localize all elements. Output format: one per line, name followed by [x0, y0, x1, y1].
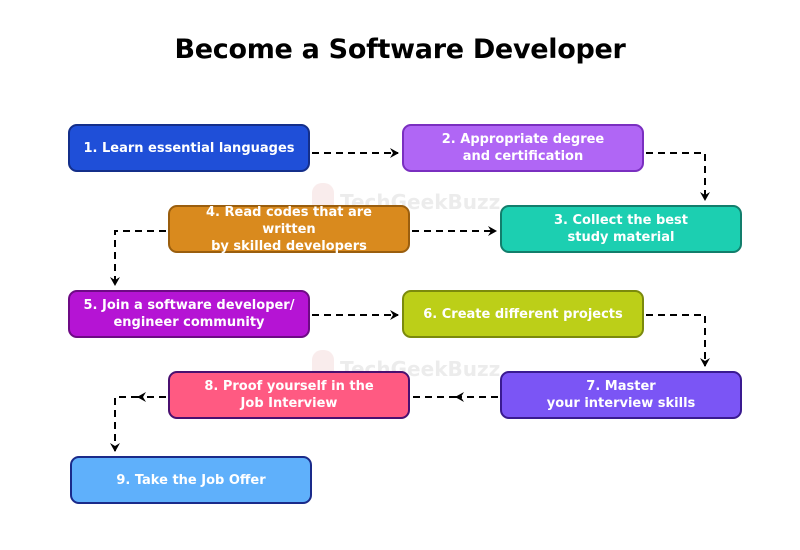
- connector-6-7: [646, 314, 710, 367]
- step-7-interview-skills: 7. Master your interview skills: [500, 371, 742, 419]
- step-9-job-offer: 9. Take the Job Offer: [70, 456, 312, 504]
- step-5-join-community: 5. Join a software developer/ engineer c…: [68, 290, 310, 338]
- watermark-logo-icon: [312, 183, 334, 209]
- step-6-create-projects: 6. Create different projects: [402, 290, 644, 338]
- step-1-learn-languages: 1. Learn essential languages: [68, 124, 310, 172]
- connector-4-5: [110, 230, 166, 286]
- page-title: Become a Software Developer: [174, 34, 626, 65]
- step-label: 9. Take the Job Offer: [116, 472, 266, 488]
- connector-2-3: [646, 152, 710, 201]
- step-label: 7. Master your interview skills: [546, 379, 696, 411]
- step-label: 5. Join a software developer/ engineer c…: [83, 298, 295, 330]
- step-label: 1. Learn essential languages: [83, 140, 295, 156]
- step-3-study-material: 3. Collect the best study material: [500, 205, 742, 253]
- step-label: 2. Appropriate degree and certification: [441, 132, 605, 164]
- watermark-logo-icon: [312, 350, 334, 376]
- step-label: 6. Create different projects: [423, 306, 623, 322]
- step-label: 4. Read codes that are written by skille…: [206, 204, 372, 254]
- step-2-degree-certification: 2. Appropriate degree and certification: [402, 124, 644, 172]
- step-label: 3. Collect the best study material: [553, 213, 689, 245]
- step-8-job-interview: 8. Proof yourself in the Job Interview: [168, 371, 410, 419]
- step-label: 8. Proof yourself in the Job Interview: [204, 379, 374, 411]
- step-4-read-codes: 4. Read codes that are written by skille…: [168, 204, 410, 254]
